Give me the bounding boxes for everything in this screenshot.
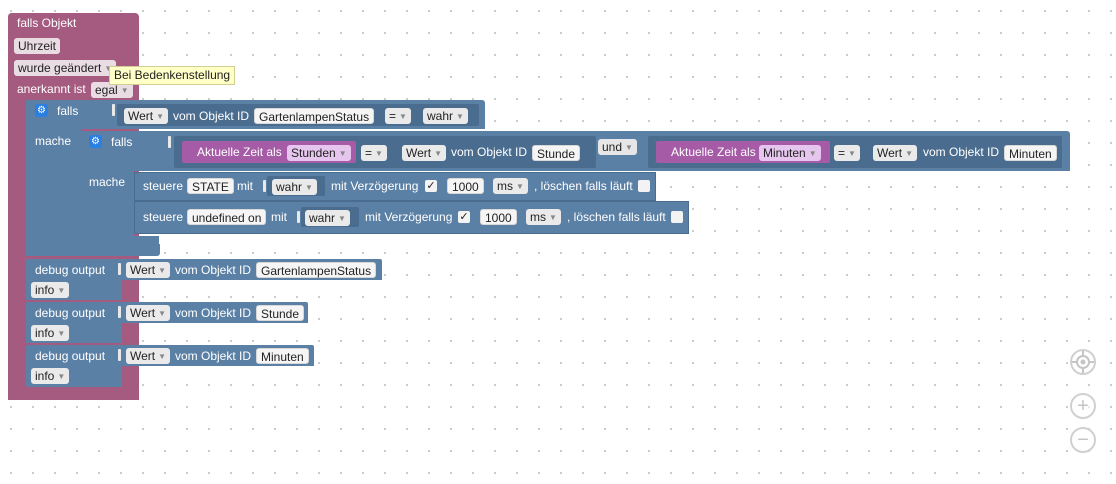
trigger-title: falls Objekt [17,16,77,30]
debug-3-level-dropdown[interactable]: info▼ [31,368,70,384]
dropdown-arrow-icon: ▼ [516,182,524,191]
trigger-attr-dropdown[interactable]: Uhrzeit [14,38,61,54]
if-outer-footer [26,244,160,256]
debug-2-label: debug output [35,306,106,320]
and-operator-dropdown[interactable]: und▼ [598,139,637,155]
control-1-delay-checkbox[interactable]: ✓ [425,180,437,192]
inner-object-id-1-field[interactable]: Stunde [532,145,581,161]
dropdown-arrow-icon: ▼ [158,266,167,275]
outer-of-object-label: vom Objekt ID [173,109,250,123]
if-inner-footer [81,236,159,246]
dropdown-arrow-icon: ▼ [338,214,346,223]
dropdown-arrow-icon: ▼ [57,286,66,295]
dropdown-arrow-icon: ▼ [57,329,66,338]
debug-1-value-dropdown[interactable]: Wert▼ [126,262,171,278]
control-1-target-field[interactable]: STATE [187,178,234,194]
debug-2-object-id-field[interactable]: Stunde [256,305,305,321]
if-outer-falls-label: falls [57,104,79,118]
dropdown-arrow-icon: ▼ [375,149,383,158]
debug-3-object-id-field[interactable]: Minuten [256,348,309,364]
inner-op-1-dropdown[interactable]: =▼ [361,145,387,161]
dropdown-arrow-icon: ▼ [158,352,167,361]
control-2-ms-field[interactable]: 1000 [480,209,517,225]
control-2-ms-dropdown[interactable]: ms▼ [526,209,561,225]
time-minutes-label: Aktuelle Zeit als [671,145,756,159]
control-1-steuere: steuere [143,179,184,193]
dropdown-arrow-icon: ▼ [808,149,817,158]
control-2-steuere: steuere [143,210,184,224]
trigger-ack-label: anerkannt ist [17,82,86,96]
control-1-clear-label: , löschen falls läuft [534,179,633,193]
dropdown-arrow-icon: ▼ [399,112,407,121]
outer-operator-dropdown[interactable]: =▼ [385,108,411,124]
time-unit-minutes-dropdown[interactable]: Minuten▼ [759,145,821,161]
if-outer-mache-label: mache [35,134,72,148]
control-1-value-dropdown[interactable]: wahr▼ [272,179,317,195]
zoom-in-icon[interactable]: + [1070,393,1096,419]
control-2-clear-label: , löschen falls läuft [567,210,666,224]
dropdown-arrow-icon: ▼ [104,64,112,73]
debug-2-level-dropdown[interactable]: info▼ [31,325,70,341]
dropdown-arrow-icon: ▼ [305,183,313,192]
dropdown-arrow-icon: ▼ [456,112,464,121]
debug-3-label: debug output [35,349,106,363]
control-2-value-dropdown[interactable]: wahr▼ [305,210,350,226]
if-inner-mache-label: mache [89,175,126,189]
control-1-ms-dropdown[interactable]: ms▼ [493,178,528,194]
control-2-target-field[interactable]: undefined on [187,209,267,225]
control-1-ms-field[interactable]: 1000 [447,178,484,194]
inner-of-object-2-label: vom Objekt ID [923,145,1000,159]
tooltip: Bei Bedenkenstellung [109,66,236,85]
dropdown-arrow-icon: ▼ [120,86,129,95]
inner-value-1-dropdown[interactable]: Wert▼ [402,145,447,161]
inner-op-2-dropdown[interactable]: =▼ [834,145,860,161]
gear-icon[interactable]: ⚙ [35,104,48,117]
debug-2-of-object: vom Objekt ID [175,306,252,320]
inner-of-object-1-label: vom Objekt ID [451,145,528,159]
dropdown-arrow-icon: ▼ [848,149,856,158]
control-2-delay-label: mit Verzögerung [365,210,453,224]
dropdown-arrow-icon: ▼ [905,149,914,158]
outer-compare-dropdown[interactable]: wahr▼ [423,108,468,124]
debug-2-value-dropdown[interactable]: Wert▼ [126,305,171,321]
control-1-delay-label: mit Verzögerung [331,179,419,193]
control-1-clear-checkbox[interactable] [638,180,650,192]
debug-1-of-object: vom Objekt ID [175,263,252,277]
dropdown-arrow-icon: ▼ [338,149,347,158]
trigger-change-dropdown[interactable]: wurde geändert▼ [14,60,117,76]
if-inner-spine [81,131,134,247]
trigger-bottom-bar [8,388,139,400]
debug-1-object-id-field[interactable]: GartenlampenStatus [256,262,377,278]
inner-value-2-dropdown[interactable]: Wert▼ [873,145,918,161]
dropdown-arrow-icon: ▼ [549,213,557,222]
gear-icon[interactable]: ⚙ [89,135,102,148]
if-outer-spine [26,100,81,256]
crosshair-icon[interactable] [1070,349,1096,375]
time-unit-hours-dropdown[interactable]: Stunden▼ [287,145,351,161]
dropdown-arrow-icon: ▼ [434,149,443,158]
debug-3-value-dropdown[interactable]: Wert▼ [126,348,171,364]
control-1-mit: mit [237,179,253,193]
control-2-clear-checkbox[interactable] [671,211,683,223]
debug-3-of-object: vom Objekt ID [175,349,252,363]
inner-object-id-2-field[interactable]: Minuten [1004,145,1057,161]
outer-object-id-field[interactable]: GartenlampenStatus [254,108,375,124]
trigger-ack-dropdown[interactable]: egal▼ [91,82,133,98]
dropdown-arrow-icon: ▼ [625,143,633,152]
dropdown-arrow-icon: ▼ [57,372,66,381]
if-inner-falls-label: falls [111,135,133,149]
dropdown-arrow-icon: ▼ [156,112,165,121]
control-2-delay-checkbox[interactable]: ✓ [458,211,470,223]
time-hours-label: Aktuelle Zeit als [197,145,282,159]
dropdown-arrow-icon: ▼ [158,309,167,318]
control-2-mit: mit [271,210,287,224]
debug-1-level-dropdown[interactable]: info▼ [31,282,70,298]
debug-1-label: debug output [35,263,106,277]
outer-value-dropdown[interactable]: Wert▼ [124,108,169,124]
zoom-out-icon[interactable]: − [1070,427,1096,453]
